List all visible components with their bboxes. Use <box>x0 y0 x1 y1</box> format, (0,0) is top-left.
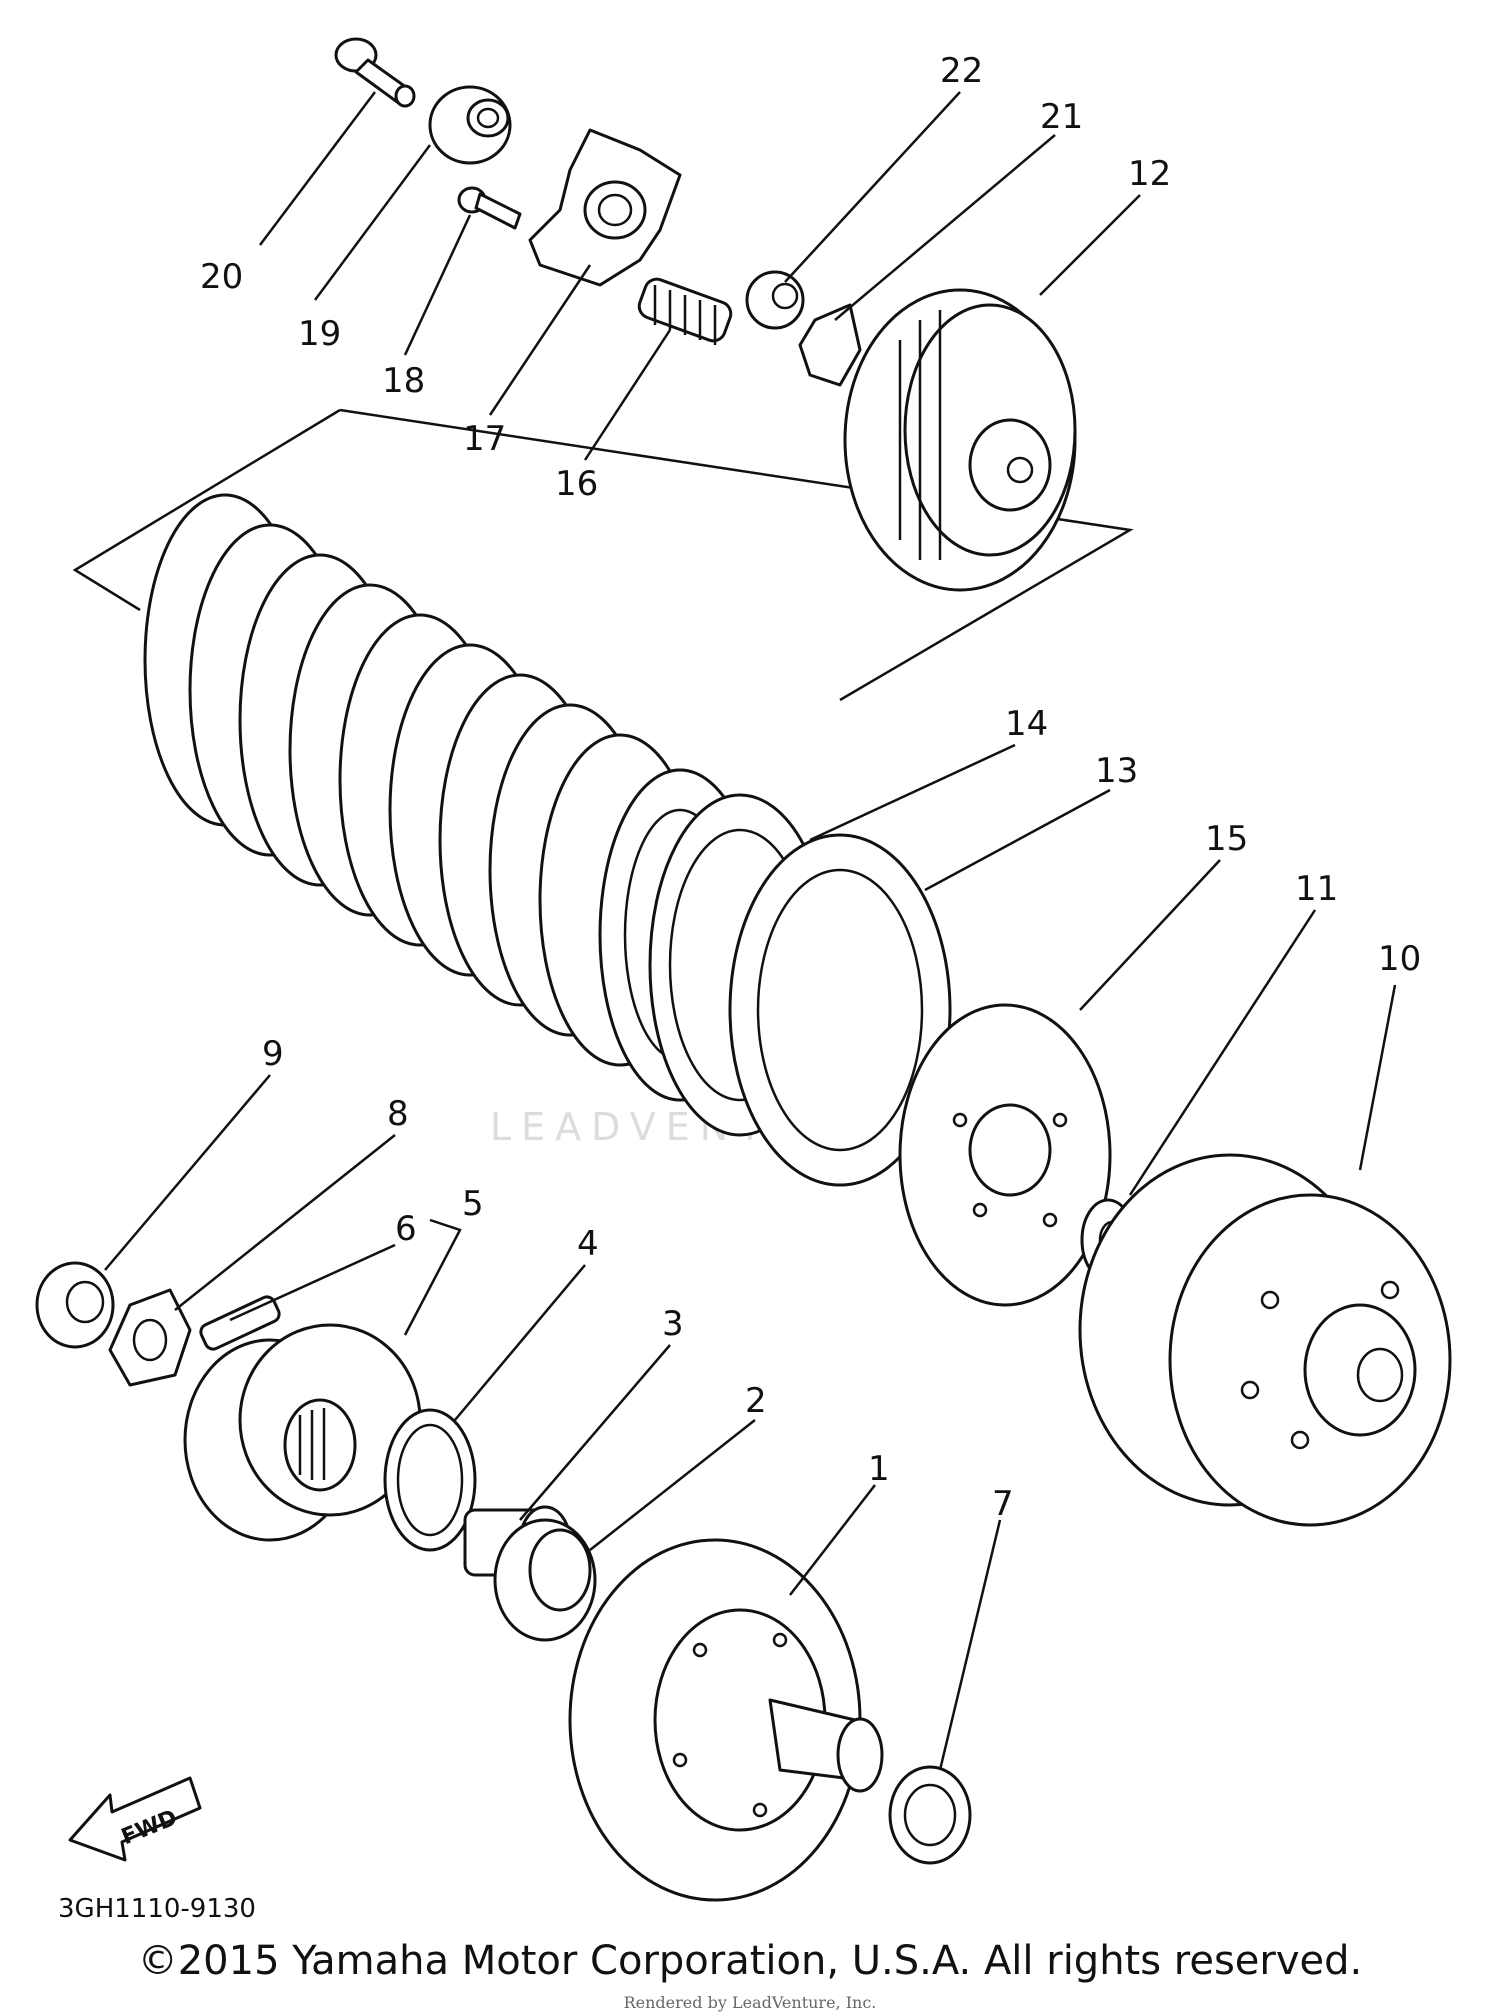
copyright-notice: ©2015 Yamaha Motor Corporation, U.S.A. A… <box>137 1938 1363 1984</box>
part-13-friction-plate <box>728 833 952 1187</box>
callout-12: 12 <box>1128 154 1171 194</box>
callout-18: 18 <box>382 361 425 401</box>
callout-5: 5 <box>462 1184 484 1224</box>
part-16-spring <box>637 277 733 345</box>
forward-arrow-icon: FWD <box>68 1776 202 1862</box>
part-12-clutch-boss <box>843 288 1077 592</box>
callout-4: 4 <box>577 1224 599 1264</box>
rendered-by-credit: Rendered by LeadVenture, Inc. <box>623 1993 877 2012</box>
part-18-bolt <box>457 186 522 230</box>
part-8-lock-washer <box>108 1288 192 1387</box>
callout-labels: 1 2 3 4 5 6 7 8 9 10 11 12 13 14 15 16 1… <box>200 51 1421 1524</box>
callout-22: 22 <box>940 51 983 91</box>
callout-10: 10 <box>1378 939 1421 979</box>
callout-1: 1 <box>868 1449 890 1489</box>
part-10-clutch-housing <box>1078 1153 1452 1527</box>
callout-8: 8 <box>387 1094 409 1134</box>
part-2-bearing <box>493 1518 597 1642</box>
callout-7: 7 <box>992 1484 1014 1524</box>
callout-20: 20 <box>200 257 243 297</box>
part-19-bearing <box>428 85 512 165</box>
callout-14: 14 <box>1005 704 1048 744</box>
callout-21: 21 <box>1040 97 1083 137</box>
leader-lines <box>104 91 1397 1771</box>
callout-6: 6 <box>395 1209 417 1249</box>
plate-stack-bracket <box>339 408 1134 702</box>
part-4-shim <box>383 1408 477 1552</box>
part-22-nut <box>745 270 805 330</box>
part-5-clutch-carrier <box>183 1323 422 1542</box>
part-6-spring <box>199 1295 281 1351</box>
part-15-pressure-plate <box>898 1003 1112 1307</box>
callout-19: 19 <box>298 314 341 354</box>
part-7-washer <box>888 1765 972 1865</box>
callout-11: 11 <box>1295 869 1338 909</box>
part-17-plate <box>528 128 682 287</box>
part-code: 3GH1110-9130 <box>58 1894 256 1924</box>
callout-17: 17 <box>463 419 506 459</box>
callout-15: 15 <box>1205 819 1248 859</box>
callout-9: 9 <box>262 1034 284 1074</box>
callout-13: 13 <box>1095 751 1138 791</box>
callout-2: 2 <box>745 1381 767 1421</box>
part-20-bolt <box>334 37 416 108</box>
callout-3: 3 <box>662 1304 684 1344</box>
part-9-washer <box>35 1261 115 1349</box>
callout-16: 16 <box>555 464 598 504</box>
part-1-drum <box>568 1538 884 1902</box>
part-21-lock-washer <box>798 303 862 387</box>
